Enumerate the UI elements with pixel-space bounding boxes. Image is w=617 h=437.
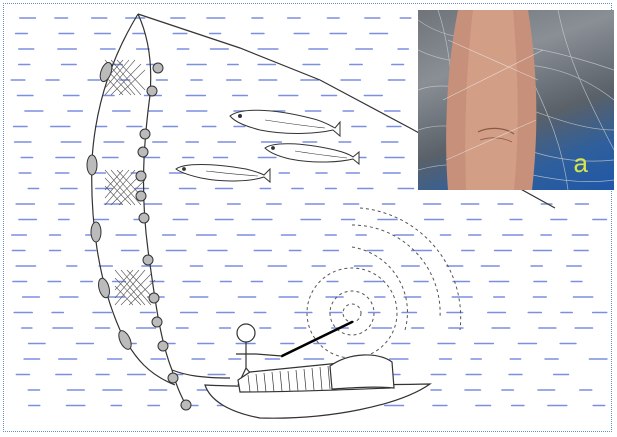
sinker-weight — [149, 293, 159, 303]
float-buoy — [116, 329, 134, 351]
sinker-weight — [136, 171, 146, 181]
sinker-weight — [139, 213, 149, 223]
net-sinkers — [136, 63, 191, 410]
sinker-weight — [140, 129, 150, 139]
sinker-weight — [136, 191, 146, 201]
sinker-weight — [152, 317, 162, 327]
sonar-ring — [343, 304, 361, 322]
sonar-ring — [307, 268, 397, 358]
float-buoy — [91, 222, 101, 242]
sonar-arc — [352, 247, 407, 330]
boat-canopy — [330, 355, 394, 389]
sinker-weight — [168, 373, 178, 383]
float-buoy — [87, 155, 97, 175]
inset-label: a — [574, 150, 588, 176]
boat — [205, 355, 430, 418]
fisherman-head — [237, 324, 255, 342]
fish — [230, 110, 340, 136]
sonar-arc — [352, 225, 440, 318]
photo-inset: a — [418, 10, 614, 190]
sinker-weight — [147, 86, 157, 96]
fish-school — [176, 110, 359, 182]
fish — [176, 165, 270, 183]
sinker-weight — [181, 400, 191, 410]
fishing-rod — [282, 322, 352, 356]
sonar-waves — [307, 208, 461, 358]
sinker-weight — [143, 255, 153, 265]
sinker-weight — [138, 147, 148, 157]
float-buoy — [97, 277, 112, 299]
net-floats — [87, 61, 134, 351]
net-mesh — [105, 60, 155, 305]
sinker-weight — [158, 341, 168, 351]
fish — [265, 144, 359, 164]
sinker-weight — [153, 63, 163, 73]
